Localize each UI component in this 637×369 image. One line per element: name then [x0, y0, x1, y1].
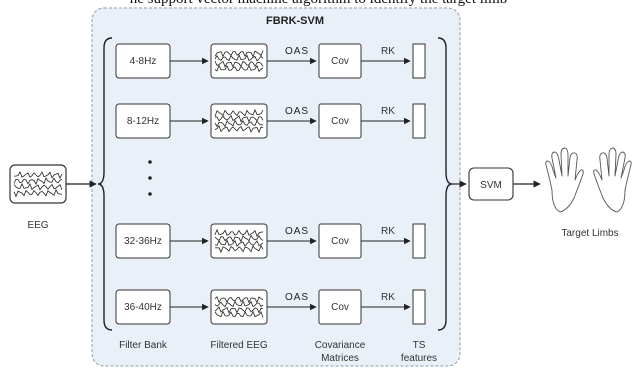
band-label-1: 4-8Hz	[130, 56, 157, 67]
rk-label-3: RK	[381, 226, 395, 237]
cov-label-3: Cov	[331, 236, 349, 247]
filtered-eeg-label: Filtered EEG	[210, 340, 267, 351]
oas-label-1: OAS	[285, 46, 309, 57]
covariance-label-line2: Matrices	[321, 353, 359, 364]
eeg-input-node	[10, 165, 66, 203]
svm-label: SVM	[480, 180, 502, 191]
band-label-4: 36-40Hz	[124, 302, 162, 313]
ts-feature-bar-3	[413, 224, 425, 258]
cov-label-4: Cov	[331, 302, 349, 313]
band-label-3: 32-36Hz	[124, 236, 162, 247]
ts-feature-bar-2	[413, 104, 425, 138]
target-limbs-label: Target Limbs	[561, 228, 618, 239]
ts-feature-bar-1	[413, 44, 425, 78]
filter-bank-label: Filter Bank	[119, 340, 168, 351]
ts-label-line2: features	[401, 353, 437, 364]
oas-label-2: OAS	[285, 106, 309, 117]
covariance-label-line1: Covariance	[315, 340, 366, 351]
rk-label-1: RK	[381, 46, 395, 57]
ts-label-line1: TS	[413, 340, 426, 351]
panel-title: FBRK-SVM	[266, 15, 324, 27]
rk-label-2: RK	[381, 106, 395, 117]
hand-icon	[546, 148, 632, 212]
cov-label-2: Cov	[331, 116, 349, 127]
oas-label-3: OAS	[285, 226, 309, 237]
band-label-2: 8-12Hz	[127, 116, 159, 127]
oas-label-4: OAS	[285, 292, 309, 303]
cov-label-1: Cov	[331, 56, 349, 67]
ts-feature-bar-4	[413, 290, 425, 324]
eeg-label: EEG	[27, 220, 48, 231]
rk-label-4: RK	[381, 292, 395, 303]
